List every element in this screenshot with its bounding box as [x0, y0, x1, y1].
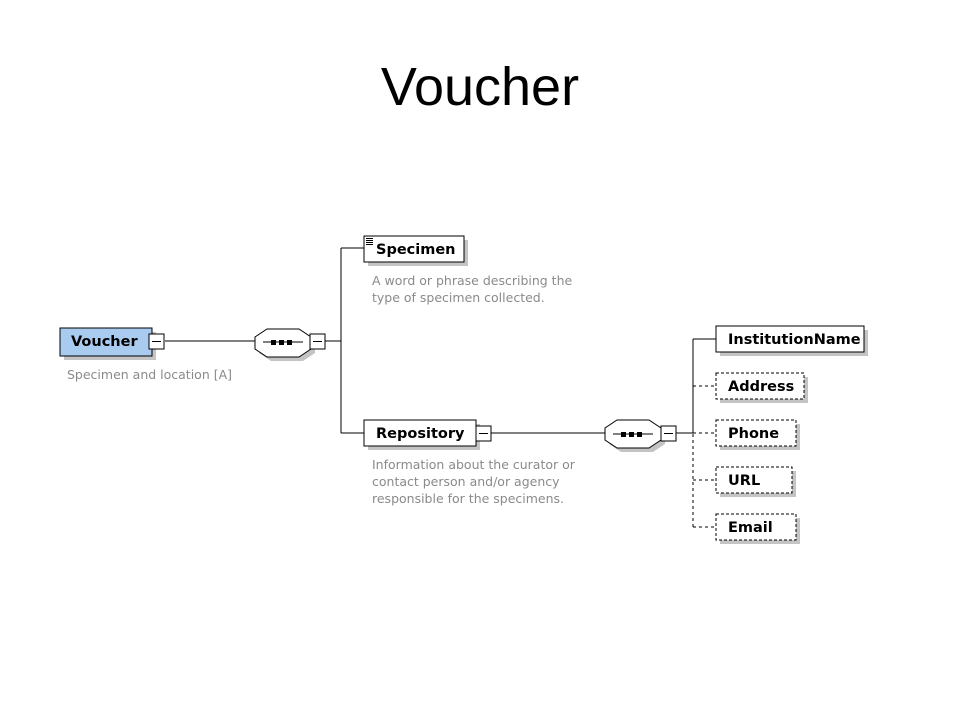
repository-annotation-line-1: Information about the curator or [372, 457, 576, 472]
sequence-collapse-toggle[interactable] [309, 333, 326, 350]
repository-annotation-line-2: contact person and/or agency [372, 474, 560, 489]
address-element[interactable]: Address [715, 372, 808, 403]
email-label: Email [728, 520, 773, 536]
specimen-annotation-line-2: type of specimen collected. [372, 290, 545, 305]
specimen-label: Specimen [376, 242, 456, 258]
repository-label: Repository [376, 426, 465, 442]
repository-annotation-line-3: responsible for the specimens. [372, 491, 564, 506]
text-content-icon [366, 238, 373, 245]
url-element[interactable]: URL [715, 466, 796, 497]
institution-name-label: InstitutionName [728, 332, 861, 348]
voucher-sequence-compositor[interactable] [254, 328, 326, 361]
email-element[interactable]: Email [715, 513, 800, 544]
sequence-icon [613, 432, 653, 437]
connectors [165, 247, 716, 528]
specimen-annotation-line-1: A word or phrase describing the [372, 273, 572, 288]
voucher-label: Voucher [71, 334, 138, 350]
voucher-collapse-toggle[interactable] [148, 333, 165, 350]
voucher-element[interactable]: Voucher [59, 327, 165, 360]
repository-sequence-compositor[interactable] [604, 419, 677, 452]
specimen-element[interactable]: Specimen [363, 235, 468, 266]
address-label: Address [728, 379, 794, 395]
institution-name-element[interactable]: InstitutionName [715, 325, 868, 356]
phone-element[interactable]: Phone [715, 419, 800, 450]
voucher-annotation: Specimen and location [A] [67, 367, 232, 382]
repository-collapse-toggle[interactable] [475, 425, 492, 442]
sequence-icon [263, 340, 303, 345]
sequence-collapse-toggle[interactable] [660, 425, 677, 442]
repository-element[interactable]: Repository [363, 419, 492, 450]
phone-label: Phone [728, 426, 779, 442]
url-label: URL [728, 473, 760, 489]
slide-title: Voucher [380, 57, 580, 117]
